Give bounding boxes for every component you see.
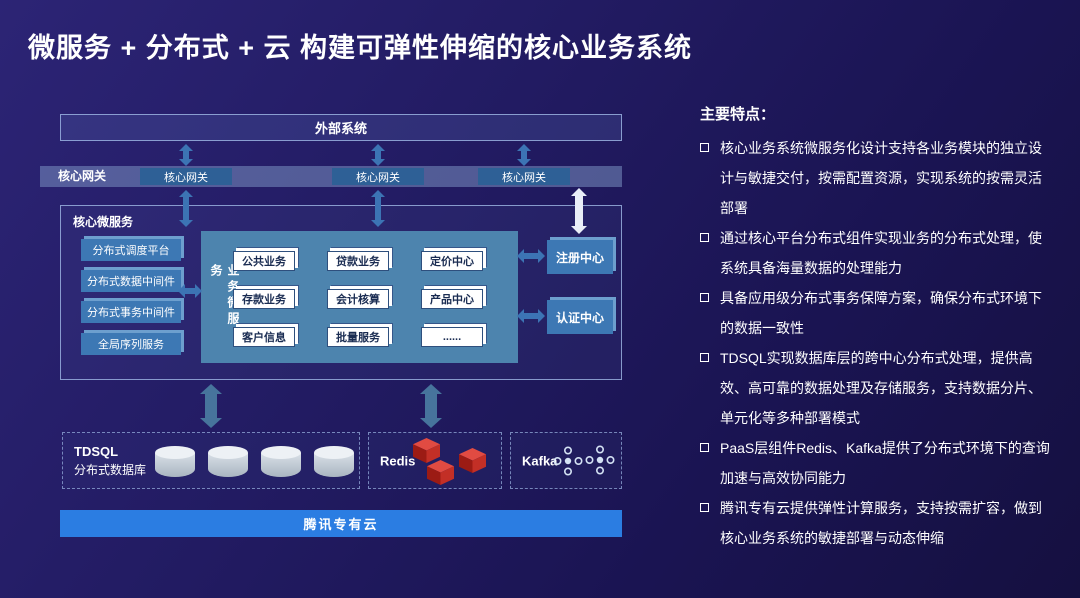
double-arrow-core-data-2-icon <box>425 394 437 418</box>
feature-text: PaaS层组件Redis、Kafka提供了分布式环境下的查询加速与高效协同能力 <box>720 440 1050 486</box>
square-bullet-icon <box>700 353 709 362</box>
auth-center-box: 认证中心 <box>547 300 613 334</box>
feature-text: 腾讯专有云提供弹性计算服务，支持按需扩容，做到核心业务系统的敏捷部署与动态伸缩 <box>720 500 1042 546</box>
feature-item: 腾讯专有云提供弹性计算服务，支持按需扩容，做到核心业务系统的敏捷部署与动态伸缩 <box>700 493 1054 553</box>
tencent-cloud-bar: 腾讯专有云 <box>60 510 622 537</box>
redis-cube-icon <box>413 438 440 463</box>
database-cylinder-icon <box>314 446 354 477</box>
features-panel: 主要特点： 核心业务系统微服务化设计支持各业务模块的独立设计与敏捷交付，按需配置… <box>700 103 1054 553</box>
feature-item: 通过核心平台分布式组件实现业务的分布式处理，使系统具备海量数据的处理能力 <box>700 223 1054 283</box>
registry-center-box: 注册中心 <box>547 240 613 274</box>
double-arrow-business-registry-icon <box>524 253 538 259</box>
business-microservices-panel: 业务微服务 公共业务 贷款业务 定价中心 存款业务 会计核算 产品中心 客户信息… <box>201 231 518 363</box>
double-arrow-core-data-1-icon <box>205 394 217 418</box>
double-arrow-gateway-core-2-icon <box>375 197 381 220</box>
feature-text: 具备应用级分布式事务保障方案，确保分布式环境下的数据一致性 <box>720 290 1042 336</box>
gateway-node: 核心网关 <box>332 168 424 185</box>
square-bullet-icon <box>700 143 709 152</box>
feature-item: 具备应用级分布式事务保障方案，确保分布式环境下的数据一致性 <box>700 283 1054 343</box>
middleware-box: 全局序列服务 <box>81 333 181 355</box>
external-system-box: 外部系统 <box>60 114 622 141</box>
feature-item: TDSQL实现数据库层的跨中心分布式处理，提供高效、高可靠的数据处理及存储服务，… <box>700 343 1054 433</box>
kafka-cluster-icon <box>553 446 583 476</box>
gateway-band-label: 核心网关 <box>58 169 107 183</box>
database-cylinder-icon <box>261 446 301 477</box>
kafka-cluster-icon <box>585 445 615 475</box>
service-box: 贷款业务 <box>327 251 389 271</box>
core-gateway-band: 核心网关 核心网关 核心网关 核心网关 <box>40 166 622 187</box>
square-bullet-icon <box>700 443 709 452</box>
features-heading: 主要特点： <box>700 106 776 123</box>
middleware-box: 分布式调度平台 <box>81 239 181 261</box>
core-microservices-panel: 核心微服务 分布式调度平台 分布式数据中间件 分布式事务中间件 全局序列服务 业… <box>60 205 622 380</box>
database-cylinder-icon <box>155 446 195 477</box>
kafka-label: Kafka <box>522 453 558 468</box>
service-box: 客户信息 <box>233 327 295 347</box>
tdsql-label: TDSQL 分布式数据库 <box>74 444 146 478</box>
square-bullet-icon <box>700 503 709 512</box>
database-cylinder-icon <box>208 446 248 477</box>
square-bullet-icon <box>700 293 709 302</box>
feature-text: 核心业务系统微服务化设计支持各业务模块的独立设计与敏捷交付，按需配置资源，实现系… <box>720 140 1042 216</box>
page-title: 微服务 + 分布式 + 云 构建可弹性伸缩的核心业务系统 <box>28 33 693 63</box>
double-arrow-gateway-registry-icon <box>575 196 583 226</box>
redis-cube-icon <box>427 460 454 485</box>
redis-box: Redis <box>368 432 502 489</box>
gateway-node: 核心网关 <box>140 168 232 185</box>
double-arrow-business-auth-icon <box>524 313 538 319</box>
redis-label: Redis <box>380 453 416 468</box>
feature-item: PaaS层组件Redis、Kafka提供了分布式环境下的查询加速与高效协同能力 <box>700 433 1054 493</box>
tdsql-desc: 分布式数据库 <box>74 462 147 477</box>
tdsql-name: TDSQL <box>74 443 119 459</box>
feature-item: 核心业务系统微服务化设计支持各业务模块的独立设计与敏捷交付，按需配置资源，实现系… <box>700 133 1054 223</box>
service-box: 产品中心 <box>421 289 483 309</box>
service-box: 存款业务 <box>233 289 295 309</box>
service-box: ...... <box>421 327 483 347</box>
double-arrow-middleware-business-icon <box>185 288 195 294</box>
double-arrow-ext-gateway-1-icon <box>183 151 189 159</box>
service-box: 会计核算 <box>327 289 389 309</box>
service-box: 定价中心 <box>421 251 483 271</box>
kafka-box: Kafka <box>510 432 622 489</box>
service-box: 公共业务 <box>233 251 295 271</box>
double-arrow-ext-gateway-2-icon <box>375 151 381 159</box>
database-cylinder-group <box>155 446 354 477</box>
redis-cube-icon <box>459 448 486 473</box>
middleware-box: 分布式事务中间件 <box>81 301 181 323</box>
service-grid: 公共业务 贷款业务 定价中心 存款业务 会计核算 产品中心 客户信息 批量服务 … <box>233 251 483 347</box>
core-panel-label: 核心微服务 <box>73 215 134 229</box>
double-arrow-gateway-core-1-icon <box>183 197 189 220</box>
service-box: 批量服务 <box>327 327 389 347</box>
double-arrow-ext-gateway-3-icon <box>521 151 527 159</box>
middleware-box: 分布式数据中间件 <box>81 270 181 292</box>
tdsql-box: TDSQL 分布式数据库 <box>62 432 360 489</box>
feature-text: 通过核心平台分布式组件实现业务的分布式处理，使系统具备海量数据的处理能力 <box>720 230 1042 276</box>
square-bullet-icon <box>700 233 709 242</box>
gateway-node: 核心网关 <box>478 168 570 185</box>
feature-text: TDSQL实现数据库层的跨中心分布式处理，提供高效、高可靠的数据处理及存储服务，… <box>720 350 1042 426</box>
